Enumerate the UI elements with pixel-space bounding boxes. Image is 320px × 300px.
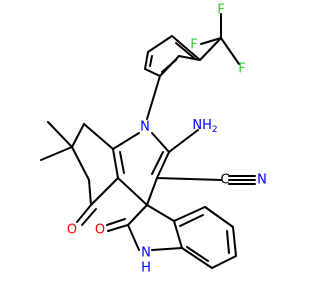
bond-c7-c6 — [71, 146, 90, 181]
structure-diagram: F F F N NH2 C N O O N H — [40, 3, 267, 276]
indole-hydrogen-label: H — [141, 261, 151, 276]
indole-nitrogen-label: N — [141, 246, 151, 261]
molecule-canvas: F F F N NH2 C N O O N H — [40, 3, 267, 276]
amino-nh-text: NH — [192, 118, 212, 133]
bond-c2-nh2 — [168, 129, 199, 153]
nitrile-nitrogen-label: N — [257, 173, 267, 188]
bond-c5-c4a — [90, 177, 119, 206]
bond-c3a-c7a — [173, 220, 183, 249]
bond-c4a-c8a — [112, 148, 119, 179]
bond-bz-3 — [232, 226, 237, 257]
bond-bz-inner-1 — [179, 214, 204, 227]
amino-group-label: NH2 — [192, 118, 217, 135]
bond-aryl-n1 — [146, 75, 161, 120]
bond-bz-1 — [173, 206, 206, 222]
fluorine-right-label: F — [238, 62, 245, 77]
bond-c5-o — [76, 204, 92, 223]
ketone-oxygen-label: O — [67, 223, 77, 238]
bond-c2p-o — [107, 224, 129, 232]
bond-c8-c7 — [71, 123, 85, 148]
bond-bz-2 — [204, 206, 234, 228]
bond-ar-1 — [178, 55, 201, 61]
bond-ar-inner-3 — [161, 59, 177, 73]
bond-ar-6 — [171, 35, 201, 61]
fluorine-left-label: F — [190, 38, 197, 53]
bond-n-c7a — [151, 247, 183, 251]
bond-cf3-aryl — [199, 37, 222, 61]
bond-c2p-n — [127, 224, 140, 251]
bond-c2-c3-double — [151, 151, 164, 175]
bond-c5-o-double — [81, 208, 97, 226]
bond-bz-inner-2 — [226, 230, 230, 254]
bond-n1-c2 — [151, 132, 170, 153]
ring-nitrogen-label: N — [140, 120, 150, 135]
bond-c3-c4 — [146, 177, 158, 206]
bonds — [40, 13, 256, 269]
bond-c6-c5 — [88, 179, 92, 206]
bond-bz-inner-3 — [186, 246, 209, 262]
bond-bz-5 — [181, 247, 213, 269]
bond-c4a-c8a-double — [119, 151, 125, 174]
bond-c4-c3a — [146, 204, 175, 222]
bond-c2-c3 — [156, 151, 170, 179]
bond-bz-4 — [211, 255, 237, 269]
nitrile-carbon-label: C — [220, 173, 229, 188]
bond-ar-5 — [147, 35, 173, 53]
fluorine-top-label: F — [217, 3, 224, 18]
bond-c-f-left — [200, 37, 222, 45]
bond-ar-3 — [144, 68, 161, 77]
bond-c3-cn — [156, 177, 222, 181]
bond-c4-c2p — [127, 204, 148, 226]
bond-ar-inner-2 — [149, 55, 153, 67]
bond-n1-c8a — [112, 132, 140, 150]
bond-c8a-c8 — [83, 123, 114, 150]
lactam-oxygen-label: O — [95, 223, 105, 238]
atom-labels: F F F N NH2 C N O O N H — [67, 3, 267, 276]
bond-c2p-o-double — [106, 218, 126, 226]
bond-c7-me2 — [40, 146, 73, 161]
bond-c4-c4a — [117, 177, 148, 206]
bond-ar-4 — [144, 51, 149, 70]
bond-ar-inner-1 — [175, 42, 195, 59]
bond-c7-me1 — [47, 121, 73, 148]
bond-c-f-right — [220, 37, 240, 65]
amino-subscript: 2 — [212, 125, 218, 135]
